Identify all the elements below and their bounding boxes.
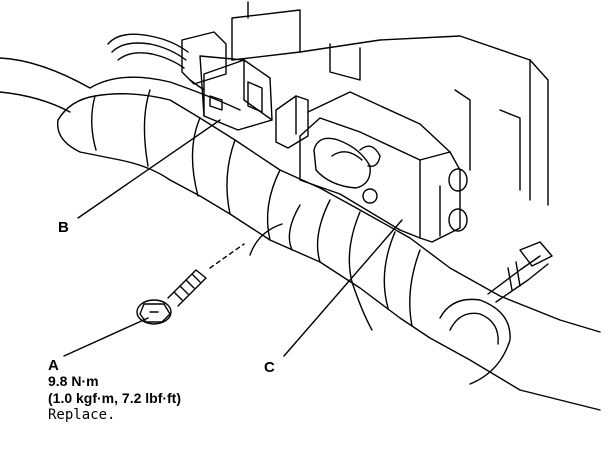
torque-value: 9.8 N·m: [48, 373, 99, 389]
connector-b: [107, 31, 273, 131]
harness-clamp: [439, 241, 553, 385]
callout-a: A: [48, 357, 59, 374]
module-c: [275, 91, 468, 243]
leader-bolt-axis: [209, 243, 245, 269]
callout-b: B: [58, 219, 69, 236]
replace-note: Replace.: [48, 407, 116, 423]
wire-harness: [0, 57, 601, 411]
torque-alt-units: (1.0 kgf·m, 7.2 lbf·ft): [48, 390, 182, 406]
callout-c: C: [264, 359, 275, 376]
leader-a: [63, 317, 149, 357]
leader-c: [283, 219, 403, 357]
leader-lines: [63, 119, 403, 357]
bolt-a: [136, 269, 207, 325]
body-panel: [231, 1, 549, 206]
leader-b: [77, 119, 221, 219]
